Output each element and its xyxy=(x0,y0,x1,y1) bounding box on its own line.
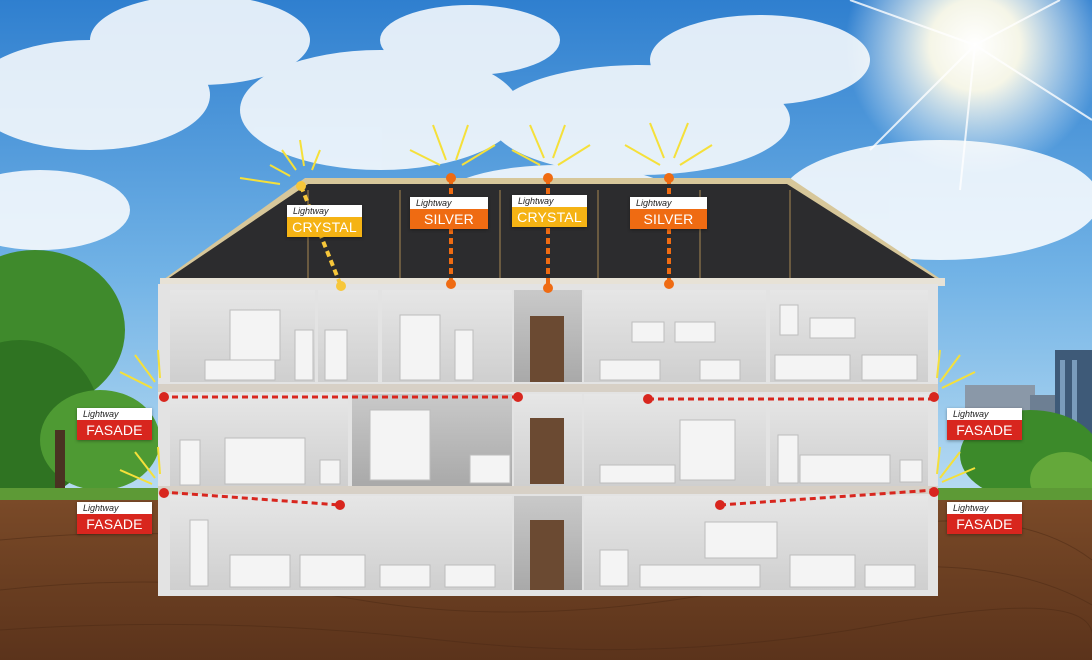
collector-rays xyxy=(239,122,713,185)
brand-text: Lightway xyxy=(77,408,152,420)
furniture xyxy=(179,304,923,588)
brand-text: Lightway xyxy=(947,502,1022,514)
brand-text: Lightway xyxy=(947,408,1022,420)
roof xyxy=(160,178,945,286)
label-fasade-left-upper: Lightway FASADE xyxy=(77,408,152,440)
fasade-rays xyxy=(119,349,976,485)
brand-text: Lightway xyxy=(410,197,488,209)
sun-icon xyxy=(845,0,1092,191)
product-name: FASADE xyxy=(77,420,152,440)
product-name: FASADE xyxy=(947,514,1022,534)
label-silver-right: Lightway SILVER xyxy=(630,197,707,229)
product-name: FASADE xyxy=(947,420,1022,440)
fasade-tubes xyxy=(161,395,936,507)
product-name: SILVER xyxy=(410,209,488,229)
brand-text: Lightway xyxy=(630,197,707,209)
label-fasade-right-upper: Lightway FASADE xyxy=(947,408,1022,440)
product-name: SILVER xyxy=(630,209,707,229)
label-crystal-center: Lightway CRYSTAL xyxy=(512,195,587,227)
label-fasade-left-lower: Lightway FASADE xyxy=(77,502,152,534)
label-crystal-left: Lightway CRYSTAL xyxy=(287,205,362,237)
tube-end-dots xyxy=(296,173,674,293)
brand-text: Lightway xyxy=(287,205,362,217)
brand-text: Lightway xyxy=(512,195,587,207)
label-fasade-right-lower: Lightway FASADE xyxy=(947,502,1022,534)
product-name: CRYSTAL xyxy=(512,207,587,227)
label-silver-left: Lightway SILVER xyxy=(410,197,488,229)
brand-text: Lightway xyxy=(77,502,152,514)
product-name: CRYSTAL xyxy=(287,217,362,237)
doors xyxy=(530,316,564,590)
fasade-tube-dots xyxy=(159,392,939,510)
trees-left xyxy=(0,250,160,500)
product-name: FASADE xyxy=(77,514,152,534)
